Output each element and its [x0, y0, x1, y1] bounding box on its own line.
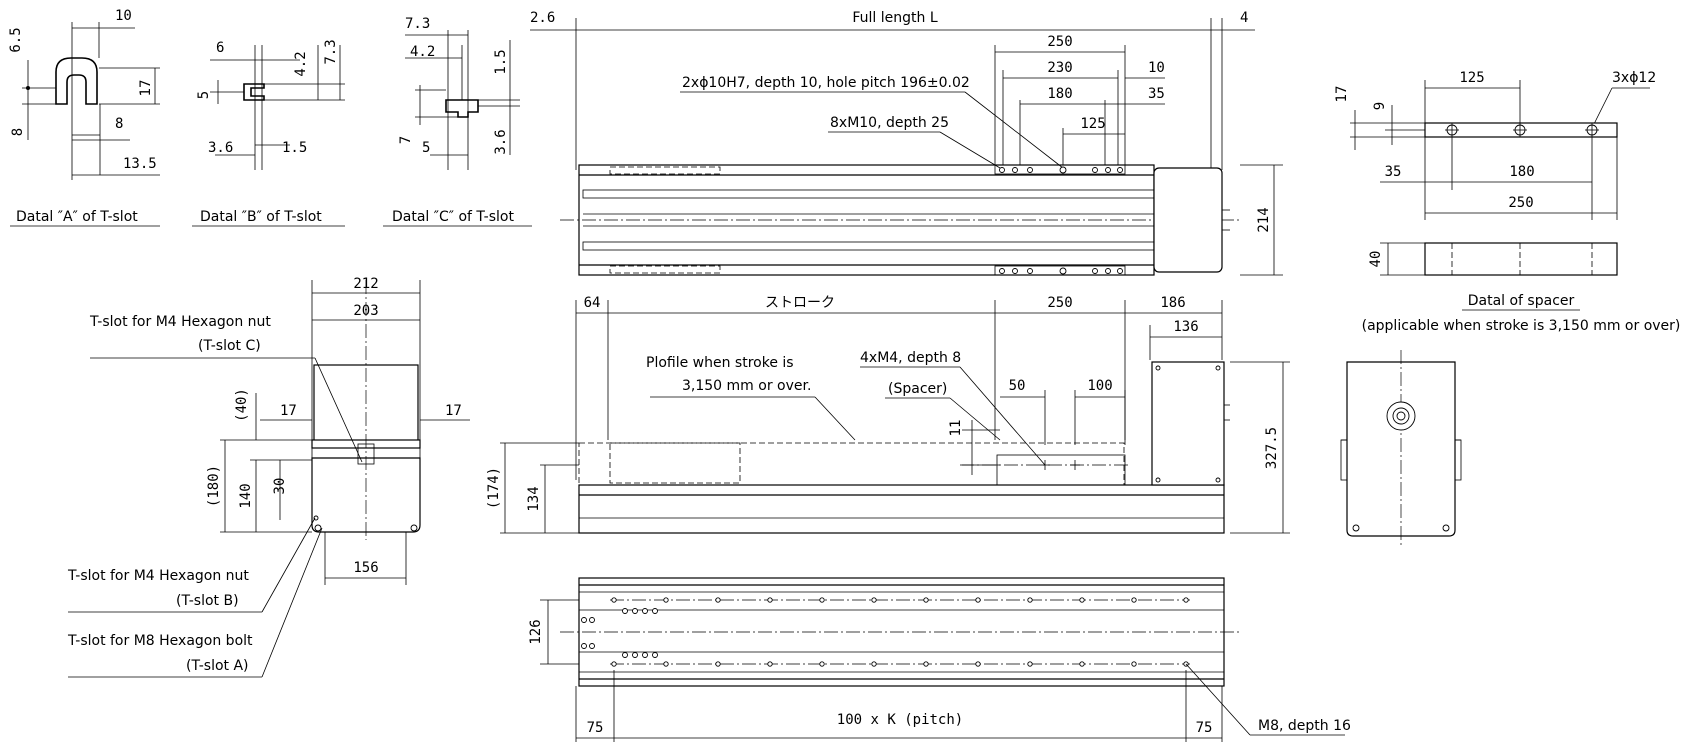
dim-top-180: 180 [1047, 86, 1072, 102]
spacer-detail: 125 3xϕ12 17 9 35 180 250 40 Datal of sp… [1334, 70, 1680, 334]
dim-spacer-250: 250 [1508, 195, 1533, 211]
detail-a: 10 6.5 17 8 8 13.5 Datal ″A″ of T-slot [8, 8, 160, 227]
stroke-label: ストローク [765, 295, 835, 311]
end-view-right [1340, 350, 1462, 545]
dim-a-17: 17 [138, 80, 154, 97]
detail-b-title: Datal ″B″ of T-slot [200, 209, 322, 225]
dim-end-156: 156 [353, 560, 378, 576]
dim-a-8: 8 [115, 116, 123, 132]
note-locating-holes: 2xϕ10H7, depth 10, hole pitch 196±0.02 [682, 75, 970, 91]
spacer-detail-title: Datal of spacer [1468, 293, 1575, 309]
dim-bottom-75-left: 75 [587, 720, 604, 736]
dim-b-4-2: 4.2 [293, 51, 309, 76]
detail-c: 7.3 4.2 1.5 7 5 3.6 Datal ″C″ of T-slot [383, 16, 532, 227]
dim-top-4: 4 [1240, 10, 1248, 26]
bottom-view: 126 75 100 x K (pitch) 75 M8, depth 16 [528, 577, 1351, 742]
dim-c-7-3: 7.3 [405, 16, 430, 32]
spacer-label: (Spacer) [888, 381, 947, 397]
note-profile-2: 3,150 mm or over. [682, 378, 811, 394]
dim-spacer-40: 40 [1368, 251, 1384, 268]
top-view: Full length L 2.6 4 250 230 10 180 35 12… [530, 10, 1283, 276]
spacer-detail-note: (applicable when stroke is 3,150 mm or o… [1362, 318, 1681, 334]
label-slot-b-1: T-slot for M4 Hexagon nut [67, 568, 249, 584]
full-length-label: Full length L [852, 10, 937, 26]
dim-top-35: 35 [1148, 86, 1165, 102]
dim-c-4-2: 4.2 [410, 44, 435, 60]
dim-b-6: 6 [216, 40, 224, 56]
dim-c-3-6: 3.6 [493, 129, 509, 154]
pitch-label: 100 x K (pitch) [837, 712, 963, 728]
dim-side-100: 100 [1087, 378, 1112, 394]
dim-a-13-5: 13.5 [123, 156, 157, 172]
dim-top-230: 230 [1047, 60, 1072, 76]
dim-end-17-right: 17 [445, 403, 462, 419]
detail-a-title: Datal ″A″ of T-slot [16, 209, 138, 225]
dim-side-11: 11 [948, 420, 964, 437]
dim-c-1-5: 1.5 [493, 49, 509, 74]
dim-spacer-17: 17 [1334, 86, 1350, 103]
dim-bottom-75-right: 75 [1196, 720, 1213, 736]
dim-side-136: 136 [1173, 319, 1198, 335]
dim-end-40: (40) [234, 388, 250, 422]
dim-a-6-5: 6.5 [8, 27, 24, 52]
dim-b-3-6: 3.6 [208, 140, 233, 156]
detail-b: 6 4.2 7.3 5 3.6 1.5 Datal ″B″ of T-slot [192, 39, 345, 227]
dim-side-186: 186 [1160, 295, 1185, 311]
label-slot-b-2: (T-slot B) [176, 593, 239, 609]
label-slot-a-1: T-slot for M8 Hexagon bolt [67, 633, 253, 649]
dim-bottom-126: 126 [528, 619, 544, 644]
dim-side-64: 64 [584, 295, 601, 311]
dim-end-140: 140 [238, 483, 254, 508]
spacer-holes-note: 3xϕ12 [1612, 70, 1656, 86]
dim-spacer-9: 9 [1372, 102, 1388, 110]
dim-c-7: 7 [398, 136, 414, 144]
dim-top-250: 250 [1047, 34, 1072, 50]
side-carriage-holes [1040, 460, 1080, 470]
dim-side-250: 250 [1047, 295, 1072, 311]
note-m4-screws: 4xM4, depth 8 [860, 350, 961, 366]
dim-b-5: 5 [196, 91, 212, 99]
label-slot-a-2: (T-slot A) [186, 658, 249, 674]
dim-end-30: 30 [272, 478, 288, 495]
top-mounting-holes [999, 166, 1123, 275]
dim-top-2-6: 2.6 [530, 10, 555, 26]
note-m10-screws: 8xM10, depth 25 [830, 115, 949, 131]
dim-spacer-125: 125 [1459, 70, 1484, 86]
dim-b-7-3: 7.3 [323, 39, 339, 64]
dim-top-214: 214 [1256, 207, 1272, 232]
note-m8-depth: M8, depth 16 [1258, 718, 1351, 734]
label-slot-c-2: (T-slot C) [198, 338, 261, 354]
dim-top-125: 125 [1080, 116, 1105, 132]
detail-c-title: Datal ″C″ of T-slot [392, 209, 514, 225]
bottom-mounting-holes [581, 597, 1189, 667]
dim-side-134: 134 [526, 486, 542, 511]
dim-side-174: (174) [486, 467, 502, 509]
dim-a-8-left: 8 [10, 128, 26, 136]
dim-spacer-180: 180 [1509, 164, 1534, 180]
label-slot-c-1: T-slot for M4 Hexagon nut [89, 314, 271, 330]
dim-a-10: 10 [115, 8, 132, 24]
dim-side-50: 50 [1009, 378, 1026, 394]
dim-b-1-5: 1.5 [282, 140, 307, 156]
dim-side-327-5: 327.5 [1264, 427, 1280, 469]
dim-top-10: 10 [1148, 60, 1165, 76]
dim-end-17-left: 17 [280, 403, 297, 419]
dim-spacer-35: 35 [1385, 164, 1402, 180]
note-profile-1: Plofile when stroke is [646, 355, 794, 371]
side-view: 64 ストローク 250 186 136 Plofile when stroke… [486, 295, 1290, 534]
end-view: 212 203 196 (40) 17 17 (180) 140 30 156 … [67, 276, 470, 678]
dim-end-180: (180) [206, 465, 222, 507]
dim-c-5: 5 [422, 140, 430, 156]
